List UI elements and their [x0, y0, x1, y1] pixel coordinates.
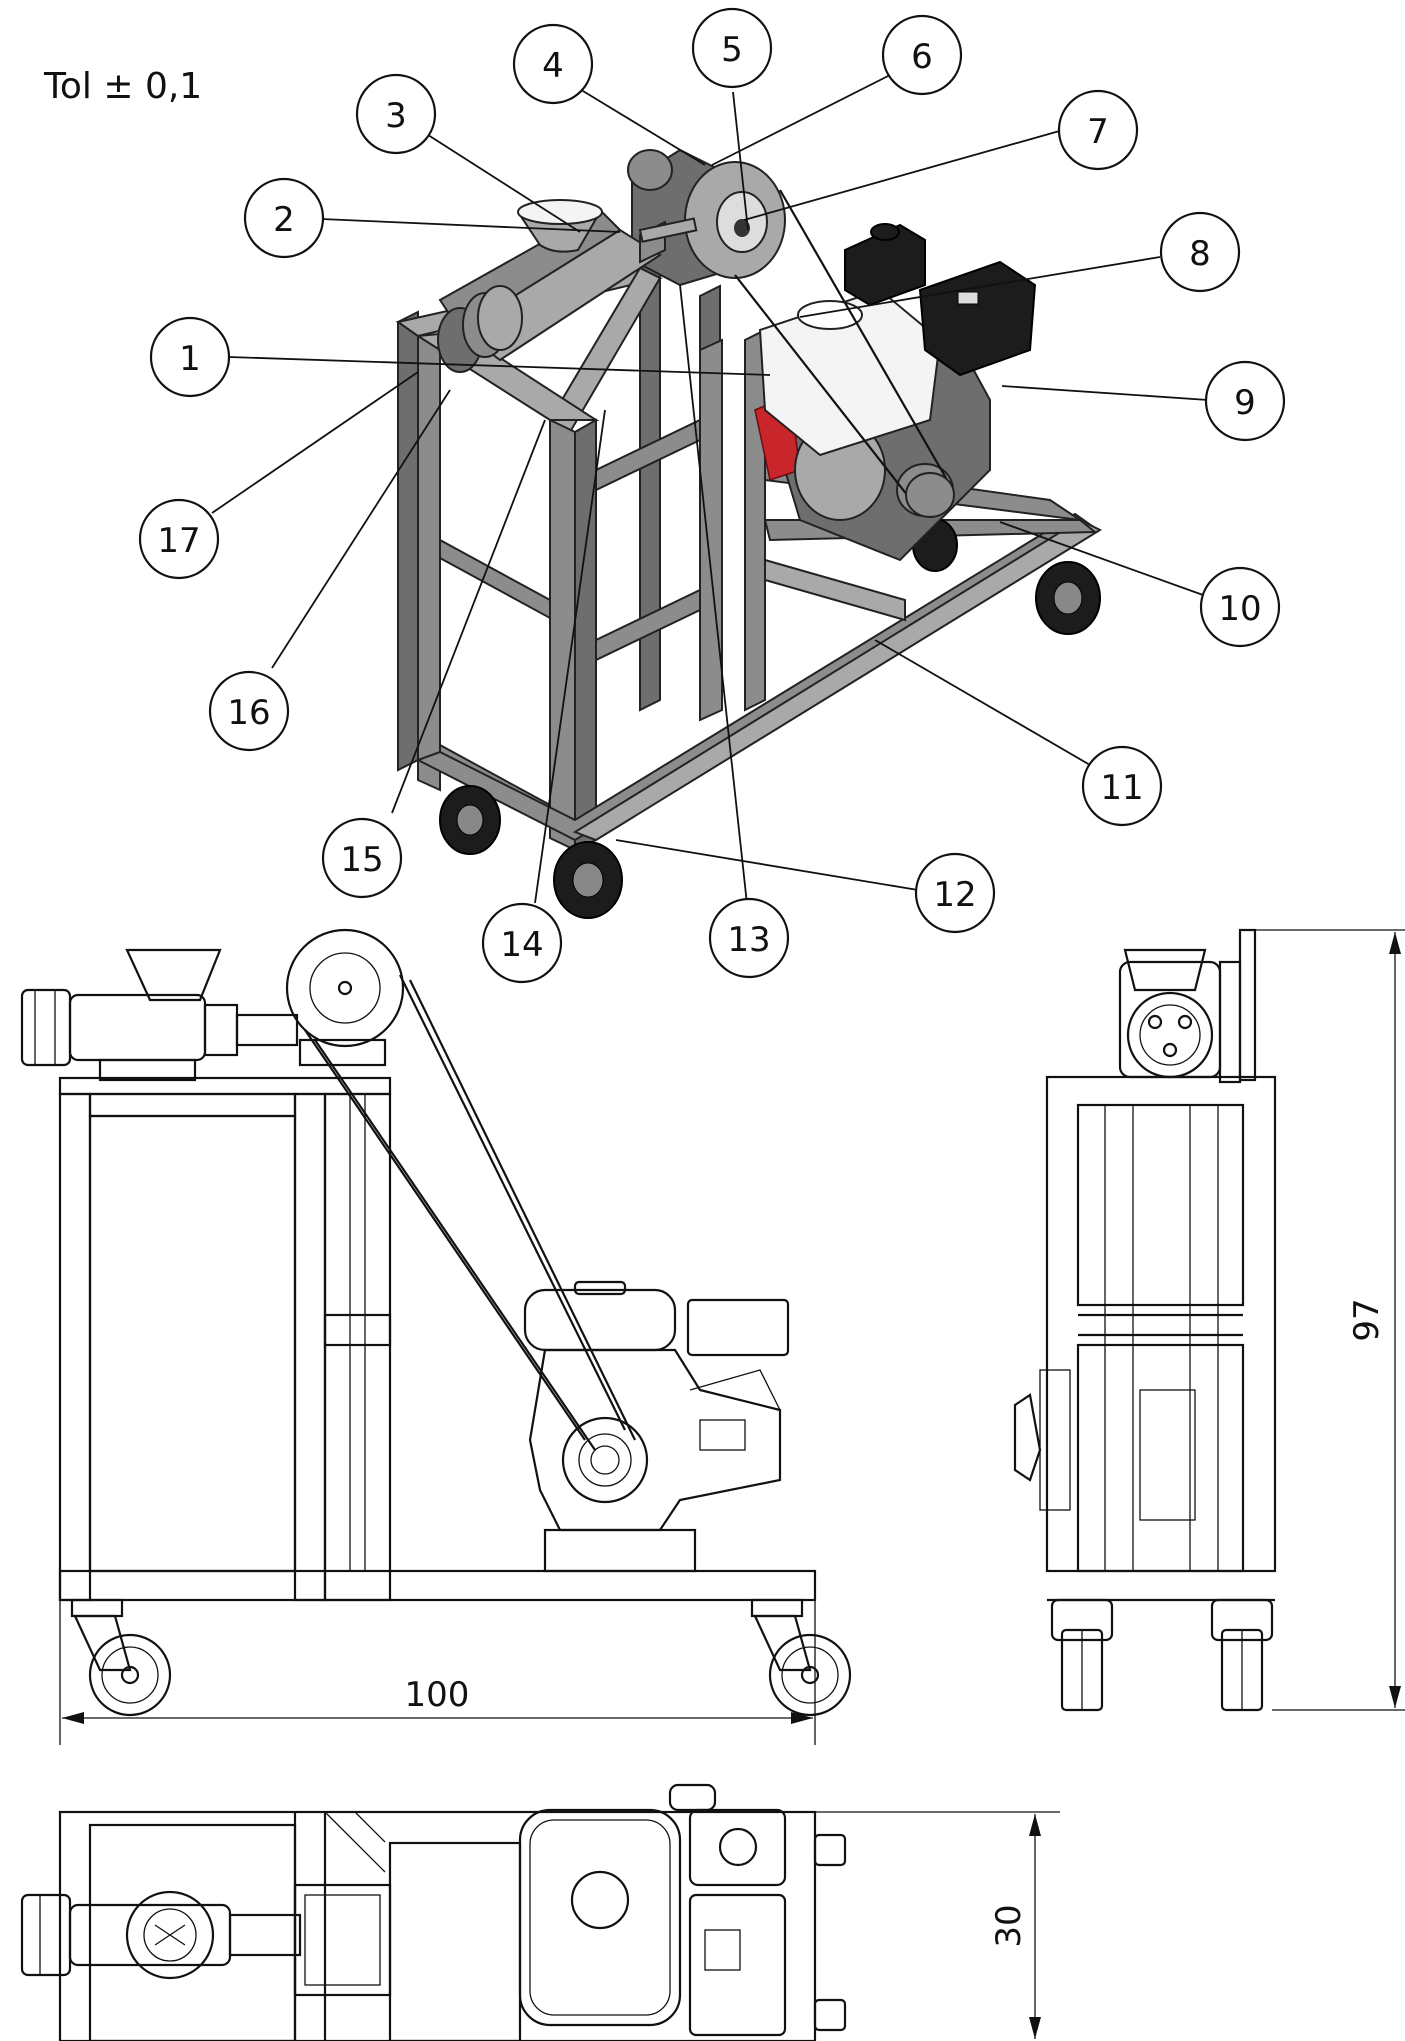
balloon-label: 17	[157, 521, 200, 561]
balloon-label: 6	[911, 37, 933, 77]
balloon-label: 10	[1218, 589, 1261, 629]
balloon: 4	[512, 23, 594, 105]
dimension-height-label: 97	[1347, 1298, 1387, 1341]
balloon-label: 14	[500, 925, 543, 965]
balloon-label: 1	[179, 339, 201, 379]
balloon: 2	[243, 177, 325, 259]
caster-wheel	[1050, 1598, 1114, 1712]
dimension-length: 100	[59, 1600, 816, 1745]
extruder	[437, 199, 698, 373]
caster-wheel	[439, 785, 501, 855]
balloon-label: 2	[273, 200, 295, 240]
balloon: 17	[138, 498, 220, 580]
caster-wheel	[1035, 561, 1101, 635]
caster-wheel	[553, 841, 623, 919]
balloon: 1	[149, 316, 231, 398]
leader-lines	[211, 74, 1209, 905]
balloon-label: 11	[1100, 768, 1143, 808]
balloon: 8	[1159, 211, 1241, 293]
balloon: 12	[914, 852, 996, 934]
balloon: 5	[691, 7, 773, 89]
dimension-width-label: 30	[989, 1904, 1029, 1947]
balloon-label: 16	[227, 693, 270, 733]
tolerance-note: Tol ± 0,1	[44, 66, 203, 107]
balloon-label: 15	[340, 840, 383, 880]
front-view: 100	[20, 928, 852, 1745]
balloon-label: 13	[727, 920, 770, 960]
balloon: 3	[355, 73, 437, 155]
isometric-view: 1 2 3 4 5 6 7 8 9 10 11 12 13 14 15 16 1…	[138, 7, 1286, 984]
balloon: 13	[708, 897, 790, 979]
balloon: 10	[1199, 566, 1281, 648]
balloon-label: 4	[542, 46, 564, 86]
balloon: 14	[481, 902, 563, 984]
balloon-label: 8	[1189, 234, 1211, 274]
balloon-label: 9	[1234, 383, 1256, 423]
balloon: 16	[208, 670, 290, 752]
dimension-width: 30	[815, 1811, 1060, 2039]
gearbox-pulley	[627, 148, 786, 287]
balloon: 9	[1204, 360, 1286, 442]
balloon: 6	[881, 14, 963, 96]
balloon-label: 3	[385, 96, 407, 136]
dimension-length-label: 100	[405, 1675, 470, 1715]
balloon-label: 7	[1087, 112, 1109, 152]
top-view: 30	[20, 1783, 1060, 2041]
balloon: 11	[1081, 745, 1163, 827]
balloon: 15	[321, 817, 403, 899]
balloon-label: 5	[721, 30, 743, 70]
caster-wheel	[70, 1598, 172, 1717]
caster-wheel	[1210, 1598, 1274, 1712]
balloon: 7	[1057, 89, 1139, 171]
dimension-height: 97	[1255, 929, 1405, 1711]
end-view: 97	[1013, 928, 1405, 1712]
balloon-label: 12	[933, 875, 976, 915]
caster-wheel	[750, 1598, 852, 1717]
